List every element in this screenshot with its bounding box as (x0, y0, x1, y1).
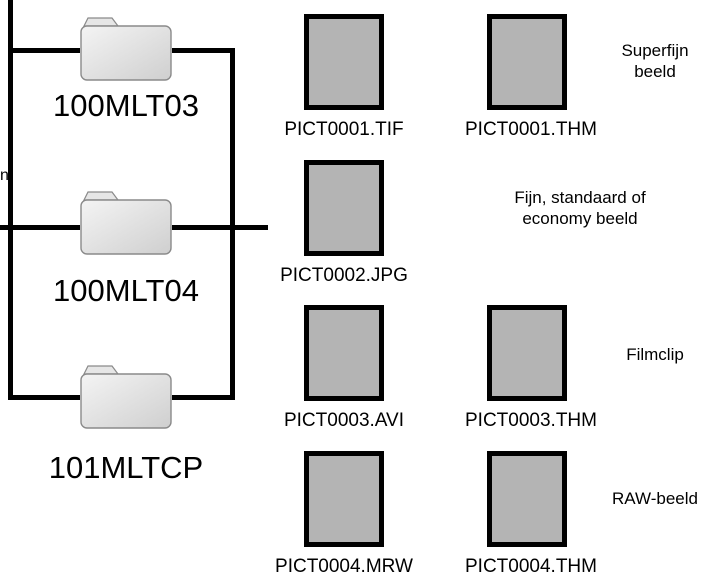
branch-100mlt04-line (0, 225, 80, 230)
cut-off-text: n (0, 167, 9, 184)
right-hline-2 (172, 225, 268, 230)
folder-101mltcp[interactable] (78, 360, 174, 430)
file-icon-pict0003-thm[interactable] (487, 305, 567, 401)
file-label-pict0001-tif: PICT0001.TIF (284, 119, 404, 140)
branch-100mlt03-line (8, 48, 80, 53)
right-vline (230, 48, 235, 400)
file-label-pict0002-jpg: PICT0002.JPG (280, 265, 408, 286)
type-label-superfine: Superfijn beeld (621, 41, 689, 82)
file-label-pict0001-thm: PICT0001.THM (465, 119, 597, 140)
file-icon-pict0004-thm[interactable] (487, 451, 567, 547)
type-label-raw: RAW-beeld (612, 489, 698, 508)
tree-trunk-line (8, 0, 13, 399)
folder-100mlt03[interactable] (78, 12, 174, 82)
folder-icon (80, 191, 172, 255)
file-icon-pict0001-tif[interactable] (304, 14, 384, 110)
type-label-movie: Filmclip (626, 345, 684, 364)
file-label-pict0004-mrw: PICT0004.MRW (275, 556, 413, 577)
type-label-fine: Fijn, standaard of economy beeld (514, 188, 646, 229)
file-icon-pict0003-avi[interactable] (304, 305, 384, 401)
folder-icon (80, 365, 172, 429)
file-icon-pict0004-mrw[interactable] (304, 451, 384, 547)
file-label-pict0004-thm: PICT0004.THM (465, 556, 597, 577)
folder-label-101mltcp: 101MLTCP (48, 450, 204, 485)
right-hline-3 (172, 395, 235, 400)
file-icon-pict0001-thm[interactable] (487, 14, 567, 110)
folder-label-100mlt04: 100MLT04 (53, 273, 199, 308)
file-label-pict0003-avi: PICT0003.AVI (283, 410, 405, 431)
folder-100mlt04[interactable] (78, 186, 174, 256)
file-label-pict0003-thm: PICT0003.THM (465, 410, 597, 431)
folder-label-100mlt03: 100MLT03 (53, 88, 199, 123)
branch-101mltcp-line (8, 395, 80, 400)
right-hline-1 (172, 48, 235, 53)
file-icon-pict0002-jpg[interactable] (304, 160, 384, 256)
folder-icon (80, 17, 172, 81)
